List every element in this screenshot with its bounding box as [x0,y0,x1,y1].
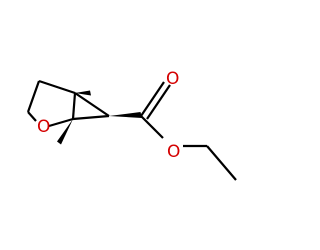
bond-c4-c5 [38,79,76,95]
bond-c5-c6 [26,80,41,113]
bond-ch2-ch3 [206,145,237,181]
wedge-bond-c7-ester [109,112,142,118]
bond-carbonyl-double-a [140,81,165,117]
bond-carbonyl-ester-o [140,115,164,139]
bond-c4-c7 [74,92,110,117]
wedge-bond-c4-h [75,90,91,96]
bond-c6-o-ring [27,111,37,122]
bond-carbonyl-double-b [146,84,171,120]
ester-oxygen-label: O [167,142,180,162]
bond-c1-c4 [71,92,77,120]
carbonyl-oxygen-label: O [166,69,179,89]
wedge-bond-c1-h [57,119,73,145]
ring-oxygen-label: O [37,117,50,137]
molecule-structure-diagram: O O O [26,69,237,181]
bond-o-ring-c1 [48,117,74,128]
bond-c1-c7 [72,114,110,121]
